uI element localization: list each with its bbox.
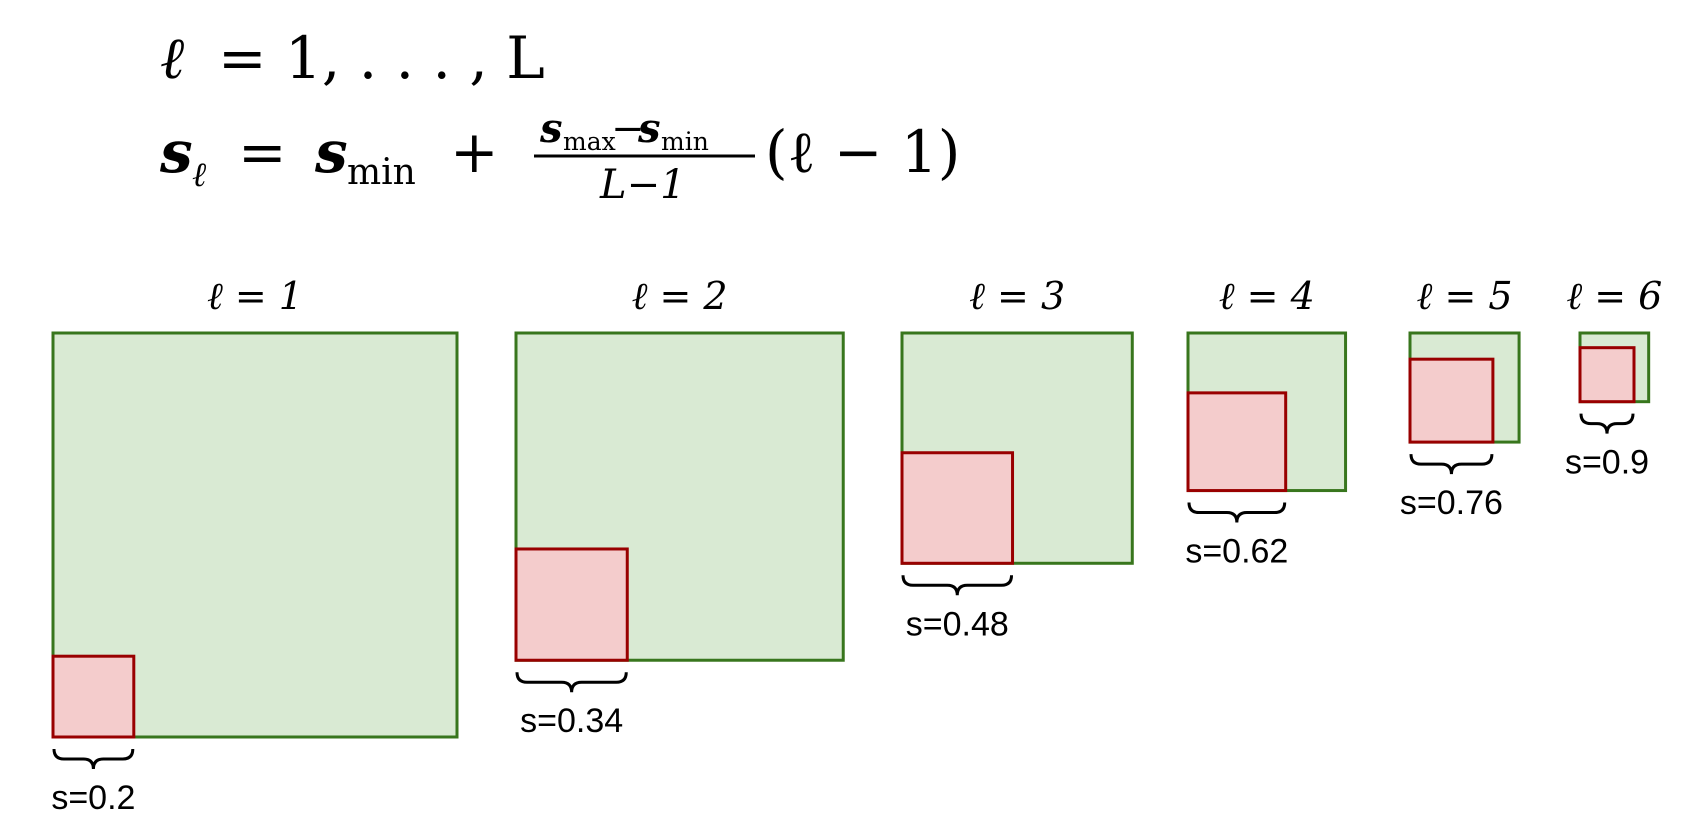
range-value: 1, . . . , L <box>285 24 545 92</box>
lhs-base: s <box>159 118 193 186</box>
formula-block: ℓ = 1, . . . , L s ℓ = s min + s max − s… <box>159 24 960 208</box>
level-2: ℓ = 2 s=0.34 <box>514 274 845 740</box>
s-value-label: s=0.48 <box>906 605 1009 643</box>
min-sub: min <box>347 152 416 193</box>
inner-square <box>1578 346 1636 404</box>
inner-square <box>1186 391 1288 493</box>
min-base: s <box>314 118 348 186</box>
schedule-formula: s ℓ = s min + s max − s min L−1 (ℓ − 1) <box>159 105 960 208</box>
s-value-label: s=0.9 <box>1565 444 1649 482</box>
level-5: ℓ = 5 s=0.76 <box>1400 274 1521 522</box>
num-minus: − <box>611 106 645 152</box>
num-max-base: s <box>539 105 563 152</box>
schedule-eq: = <box>238 118 287 186</box>
level-6: ℓ = 6 s=0.9 <box>1565 274 1662 482</box>
s-value-label: s=0.62 <box>1185 533 1288 571</box>
level-label: ℓ = 1 <box>207 274 303 318</box>
inner-square <box>51 654 136 739</box>
inner-square <box>514 547 629 662</box>
level-3: ℓ = 3 s=0.48 <box>900 274 1134 643</box>
schedule-tail: (ℓ − 1) <box>765 118 960 186</box>
level-1: ℓ = 1 s=0.2 <box>51 274 459 813</box>
s-value-label: s=0.2 <box>51 779 135 813</box>
num-min-base: s <box>637 105 661 152</box>
schedule-plus: + <box>450 118 499 186</box>
brace <box>515 672 628 693</box>
level-label: ℓ = 2 <box>632 274 728 318</box>
inner-square <box>1408 357 1495 444</box>
range-eq: = <box>218 24 267 92</box>
s-value-label: s=0.76 <box>1400 484 1503 522</box>
num-max-sub: max <box>563 127 616 156</box>
level-label: ℓ = 6 <box>1566 274 1662 318</box>
lhs-sub: ℓ <box>192 155 206 195</box>
brace <box>52 748 135 770</box>
level-4: ℓ = 4 s=0.62 <box>1185 274 1348 571</box>
num-min-sub: min <box>661 127 709 156</box>
fraction-den: L−1 <box>599 162 686 208</box>
brace <box>1187 502 1287 523</box>
brace <box>1579 413 1635 434</box>
brace <box>1409 453 1494 475</box>
inner-square <box>900 451 1015 565</box>
s-value-label: s=0.34 <box>520 702 623 740</box>
range-var: ℓ <box>160 24 184 92</box>
brace <box>901 575 1014 596</box>
level-label: ℓ = 5 <box>1417 274 1513 318</box>
level-label: ℓ = 4 <box>1219 274 1315 318</box>
range-formula: ℓ = 1, . . . , L <box>160 24 545 92</box>
level-label: ℓ = 3 <box>969 274 1065 318</box>
